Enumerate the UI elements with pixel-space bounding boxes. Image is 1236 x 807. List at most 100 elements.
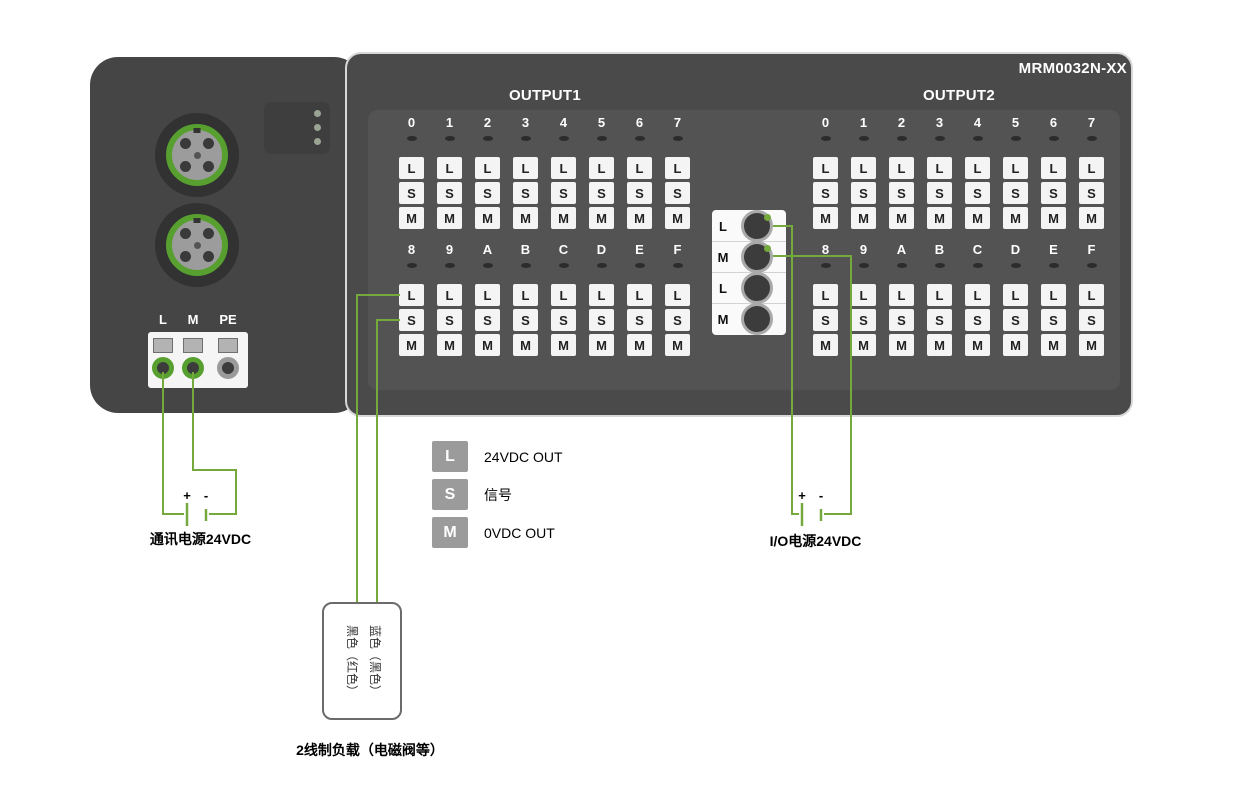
channel-number: 5 <box>1011 115 1020 130</box>
terminal-s: S <box>1079 309 1104 331</box>
channel-led-indicator <box>482 263 493 268</box>
channel-number: 5 <box>597 115 606 130</box>
terminal-m: M <box>927 207 952 229</box>
terminal-m: M <box>589 207 614 229</box>
terminal-s: S <box>1079 182 1104 204</box>
channel-number: 8 <box>407 242 416 257</box>
terminal-m: M <box>965 334 990 356</box>
terminal-m: M <box>813 334 838 356</box>
m12-center-pin <box>193 241 201 249</box>
terminal-m: M <box>1003 207 1028 229</box>
channel-number: B <box>934 242 945 257</box>
channel-number: E <box>1049 242 1058 257</box>
m12-ring <box>166 214 228 276</box>
terminal-m: M <box>627 207 652 229</box>
terminal-s: S <box>665 309 690 331</box>
m12-pin <box>180 228 191 239</box>
m12-keyway <box>193 128 201 133</box>
channel-led-indicator <box>482 136 493 141</box>
channel-led-indicator <box>672 136 683 141</box>
channel-led-indicator <box>406 136 417 141</box>
terminal-m: M <box>475 334 500 356</box>
terminal-l: L <box>475 157 500 179</box>
terminal-m: M <box>551 207 576 229</box>
screw-terminal <box>741 272 773 304</box>
terminal-m: M <box>1079 334 1104 356</box>
m12-pin <box>180 138 191 149</box>
terminal-l: L <box>851 157 876 179</box>
screw-slot <box>153 338 173 353</box>
terminal-s: S <box>551 309 576 331</box>
channel-number: 2 <box>483 115 492 130</box>
comm-power-label: 通讯电源24VDC <box>149 531 252 547</box>
m12-pin <box>180 251 191 262</box>
terminal-l: L <box>889 284 914 306</box>
terminal-l: L <box>813 284 838 306</box>
terminal-m: M <box>513 207 538 229</box>
m12-connector-top <box>155 113 239 197</box>
terminal-l: L <box>813 157 838 179</box>
channel-number: F <box>673 242 682 257</box>
channel-number: 4 <box>973 115 982 130</box>
terminal-m: M <box>851 334 876 356</box>
status-led-icon <box>314 110 321 117</box>
io-terminal-row-3: M <box>712 303 786 335</box>
m12-connector-bottom <box>155 203 239 287</box>
m12-ring <box>166 124 228 186</box>
channel-led-indicator <box>406 263 417 268</box>
m12-pin <box>180 161 191 172</box>
terminal-s: S <box>399 182 424 204</box>
load-label: 2线制负载（电磁阀等） <box>296 742 444 758</box>
io-terminal-letter: M <box>717 311 729 327</box>
comm-terminal-label-m: M <box>187 312 199 327</box>
terminal-l: L <box>665 157 690 179</box>
io-terminal-row-2: L <box>712 272 786 304</box>
m12-center-pin <box>193 151 201 159</box>
terminal-l: L <box>965 157 990 179</box>
legend-row-l: L 24VDC OUT <box>432 441 563 472</box>
terminal-m: M <box>965 207 990 229</box>
channel-led-indicator <box>634 263 645 268</box>
channel-led-indicator <box>934 136 945 141</box>
legend-key-l: L <box>432 441 468 472</box>
terminal-m: M <box>665 207 690 229</box>
channel-led-indicator <box>896 263 907 268</box>
screw-slot <box>218 338 238 353</box>
terminal-s: S <box>437 182 462 204</box>
terminal-s: S <box>813 182 838 204</box>
terminal-s: S <box>889 182 914 204</box>
terminal-m: M <box>1003 334 1028 356</box>
channel-led-indicator <box>934 263 945 268</box>
channel-number: 3 <box>521 115 530 130</box>
channel-led-indicator <box>596 136 607 141</box>
terminal-m: M <box>665 334 690 356</box>
channel-led-indicator <box>1048 263 1059 268</box>
channel-number: 0 <box>821 115 830 130</box>
terminal-m: M <box>889 334 914 356</box>
m12-pin <box>203 161 214 172</box>
terminal-s: S <box>889 309 914 331</box>
terminal-s: S <box>1003 182 1028 204</box>
io-terminal-row-0: L <box>712 210 786 242</box>
terminal-m: M <box>1041 334 1066 356</box>
